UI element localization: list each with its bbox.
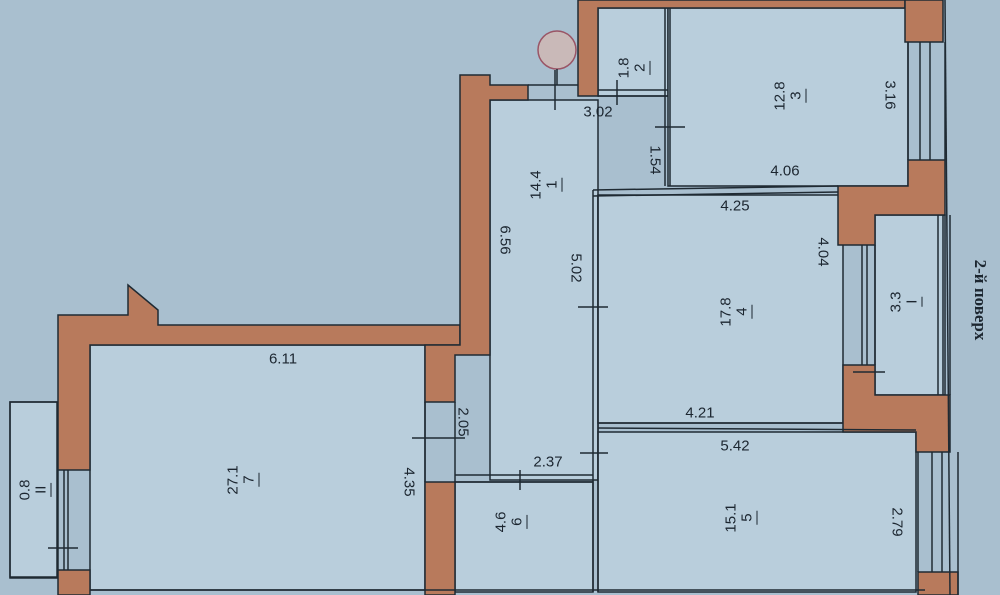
dim-4-06: 4.06 [770, 162, 800, 180]
room-5-area [597, 431, 917, 593]
riser-marker-icon [537, 30, 577, 70]
room-3-area [667, 7, 909, 187]
wall-top [577, 0, 906, 97]
wall-top-right [904, 0, 944, 43]
dim-1-54: 1.54 [646, 145, 664, 175]
dim-5-42: 5.42 [720, 437, 750, 455]
floor-label: 2-й поверх [971, 259, 990, 341]
dim-4-04: 4.04 [814, 237, 832, 267]
dim-3-16: 3.16 [881, 80, 899, 110]
balcony-II-outline [9, 401, 58, 579]
dim-4-25: 4.25 [720, 197, 750, 215]
windows [861, 0, 959, 595]
dim-2-05: 2.05 [454, 407, 472, 437]
room-2-area [597, 7, 669, 97]
room-4-area [597, 194, 844, 424]
room-6-area [454, 481, 594, 593]
dim-3-02: 3.02 [583, 103, 613, 121]
wall-room1-left [424, 74, 529, 403]
wall-right-bottom [917, 571, 959, 595]
door-ticks [48, 70, 885, 549]
room-7-area [89, 344, 426, 591]
dim-2-37: 2.37 [533, 453, 563, 471]
room-fills [9, 7, 946, 593]
dim-4-35: 4.35 [400, 467, 418, 497]
dim-6-56: 6.56 [496, 225, 514, 255]
wall-left-lower [57, 569, 91, 595]
partitions [57, 8, 925, 592]
room-1-area [489, 99, 599, 481]
dim-6-11: 6.11 [268, 350, 298, 368]
dim-5-02: 5.02 [567, 253, 585, 283]
dim-4-21: 4.21 [685, 404, 715, 422]
dim-2-79: 2.79 [888, 507, 906, 537]
wall-room6-left [424, 481, 456, 595]
